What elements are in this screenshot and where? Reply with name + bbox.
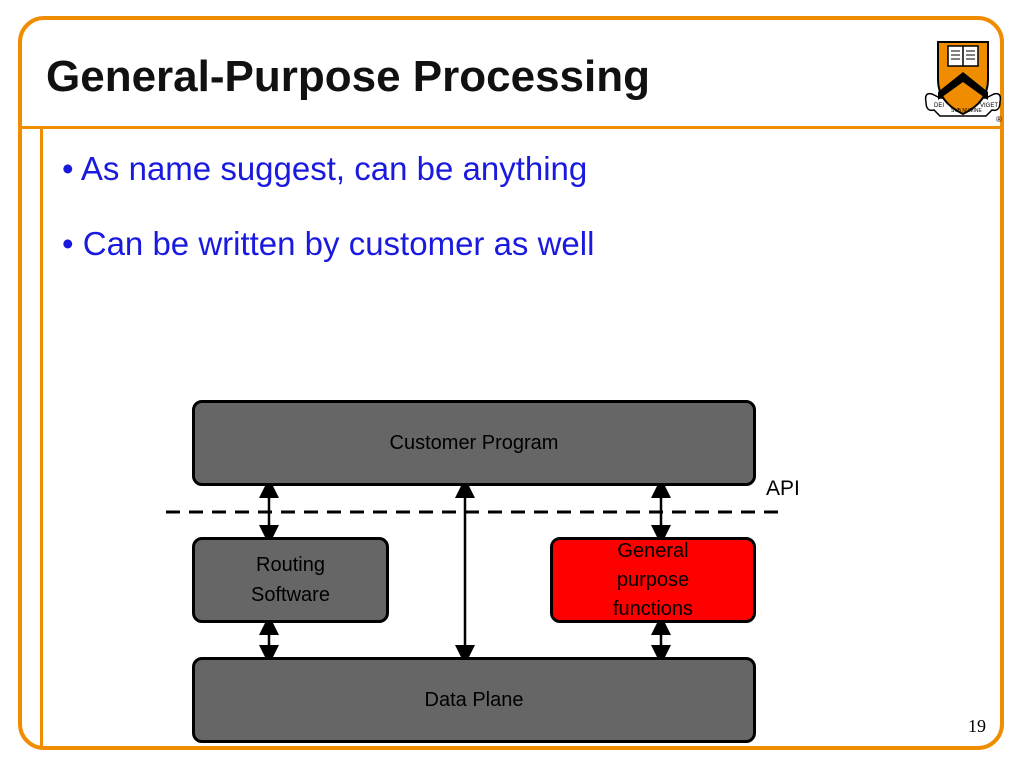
general-purpose-label-line2: purpose: [616, 568, 690, 591]
registered-mark: ®: [996, 115, 1002, 124]
page-number: 19: [968, 716, 986, 736]
princeton-shield-icon: DEI SVB NVMINE VIGET ®: [924, 41, 1002, 124]
bullet-list: • As name suggest, can be anything • Can…: [62, 148, 594, 298]
customer-program-box: Customer Program: [192, 400, 756, 486]
api-label: API: [766, 477, 800, 500]
routing-software-label-line1: Routing: [256, 554, 325, 576]
general-purpose-label-line3: functions: [612, 597, 694, 620]
left-rule: [40, 128, 43, 748]
slide-frame: [18, 16, 1004, 750]
bullet-glyph: •: [62, 225, 74, 262]
general-purpose-label-line1: General: [617, 539, 689, 562]
general-purpose-functions-box: General purpose functions: [550, 537, 756, 623]
bullet-text: Can be written by customer as well: [82, 225, 595, 262]
bullet-item: • As name suggest, can be anything: [62, 148, 594, 190]
bullet-text: As name suggest, can be anything: [80, 150, 588, 187]
data-plane-box: Data Plane: [192, 657, 756, 743]
title-divider: [20, 126, 1004, 129]
motto-right: VIGET: [980, 103, 998, 109]
motto-center: SVB NVMINE: [951, 108, 983, 114]
customer-program-label: Customer Program: [389, 432, 559, 454]
routing-software-label-line2: Software: [251, 584, 330, 606]
bullet-glyph: •: [62, 150, 74, 187]
slide-title: General-Purpose Processing: [46, 52, 650, 101]
bullet-item: • Can be written by customer as well: [62, 223, 594, 265]
data-plane-label: Data Plane: [424, 689, 524, 711]
routing-software-box: Routing Software: [192, 537, 389, 623]
motto-left: DEI: [934, 103, 944, 109]
